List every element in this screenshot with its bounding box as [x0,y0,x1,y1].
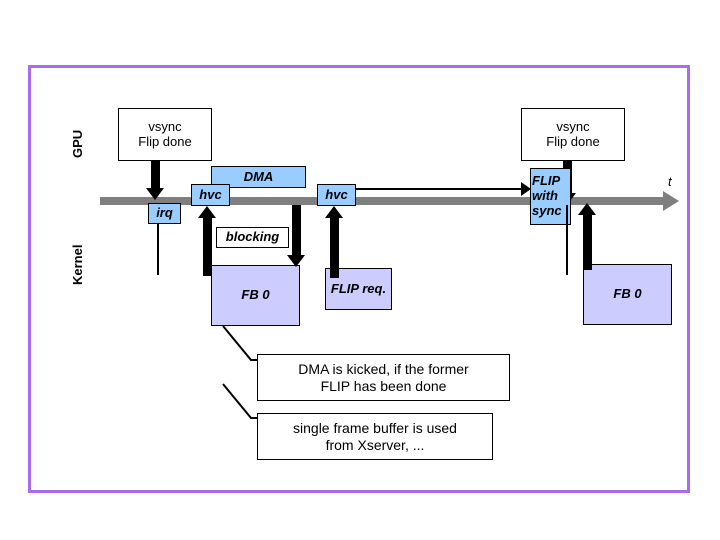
arrow-flipreq-to-hvc-second-head [325,206,343,218]
timeline-arrowhead [663,191,679,211]
arrow-fb0-right-to-axis-head [578,203,596,215]
box-hvc-first: hvc [191,184,230,206]
arrow-fb0-to-hvc-first-head [198,206,216,218]
line-irq-down [157,223,159,275]
box-irq: irq [148,203,181,224]
line-hvc-second-to-flip-sync [355,188,522,190]
line-vsync-right-down [566,205,568,275]
callout-dma-kicked: DMA is kicked, if the former FLIP has be… [257,354,510,401]
vsync-left-line2: Flip done [138,133,192,149]
callout-dma-kicked-line1: DMA is kicked, if the former [298,361,469,378]
callout-single-fb-line2: from Xserver, ... [325,436,425,453]
arrow-fb0-right-to-axis-shaft [583,215,592,270]
gpu-event-vsync-right: vsync Flip done [521,108,625,161]
box-dma: DMA [211,166,306,188]
arrow-vsync-left-to-irq-shaft [151,161,160,190]
vsync-left-line1: vsync [148,118,182,134]
gpu-event-vsync-left: vsync Flip done [118,108,212,161]
timeline-axis [100,197,665,205]
arrow-fb0-to-hvc-first-shaft [203,218,212,276]
arrow-dma-to-fb0-shaft [292,205,301,257]
flip-with-sync-line2: with [532,188,558,204]
box-hvc-second: hvc [317,184,356,206]
box-flip-with-sync: FLIP with sync [530,168,571,225]
callout-single-fb: single frame buffer is used from Xserver… [257,413,493,460]
callout-single-fb-line1: single frame buffer is used [293,420,457,437]
arrow-vsync-left-to-irq-head [146,188,164,200]
arrow-dma-to-fb0-head [287,255,305,267]
arrow-head-to-flip-sync [521,182,531,196]
flip-with-sync-line3: sync [532,202,562,218]
lane-label-kernel: Kernel [70,244,85,285]
box-fb0-right: FB 0 [583,264,672,325]
flip-with-sync-line1: FLIP [532,173,561,189]
vsync-right-line2: Flip done [546,133,600,149]
box-fb0-left: FB 0 [211,265,300,326]
lane-label-gpu: GPU [70,129,85,158]
arrow-flipreq-to-hvc-second-shaft [330,218,339,278]
vsync-right-line1: vsync [556,118,590,134]
callout-dma-kicked-line2: FLIP has been done [320,377,447,394]
box-blocking: blocking [216,227,289,248]
timeline-axis-label: t [668,174,672,189]
